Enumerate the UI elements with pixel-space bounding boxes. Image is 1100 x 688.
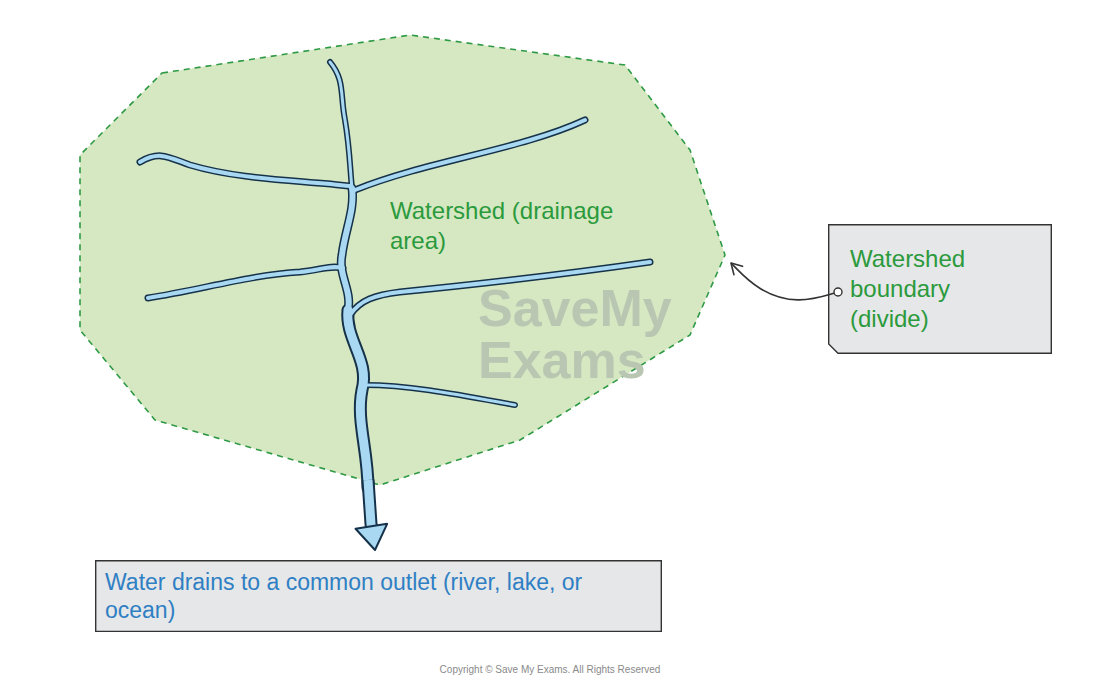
- callout-box-shape: [829, 225, 1052, 354]
- outflow-arrow: [356, 480, 388, 550]
- outlet-box-shape: [96, 561, 662, 632]
- node-text: Watershed boundary (divide): [850, 244, 1000, 334]
- watershed-area-shape: [80, 35, 725, 485]
- watershed-area-outline: [78, 33, 728, 488]
- copyright-note: Copyright © Save My Exams. All Rights Re…: [350, 664, 750, 676]
- leader-arrow: [731, 263, 842, 300]
- outlet-box: Water drains to a common outlet (river, …: [95, 560, 662, 632]
- river-outline: [140, 62, 650, 488]
- node-text: Watershed (drainage area): [390, 196, 630, 256]
- watermark: SaveMy Exams: [478, 282, 718, 386]
- node-text: Water drains to a common outlet (river, …: [105, 568, 652, 624]
- river-water: [140, 62, 650, 488]
- watershed-area: Watershed (drainage area): [78, 33, 728, 488]
- callout-box: Watershed boundary (divide): [828, 224, 1052, 354]
